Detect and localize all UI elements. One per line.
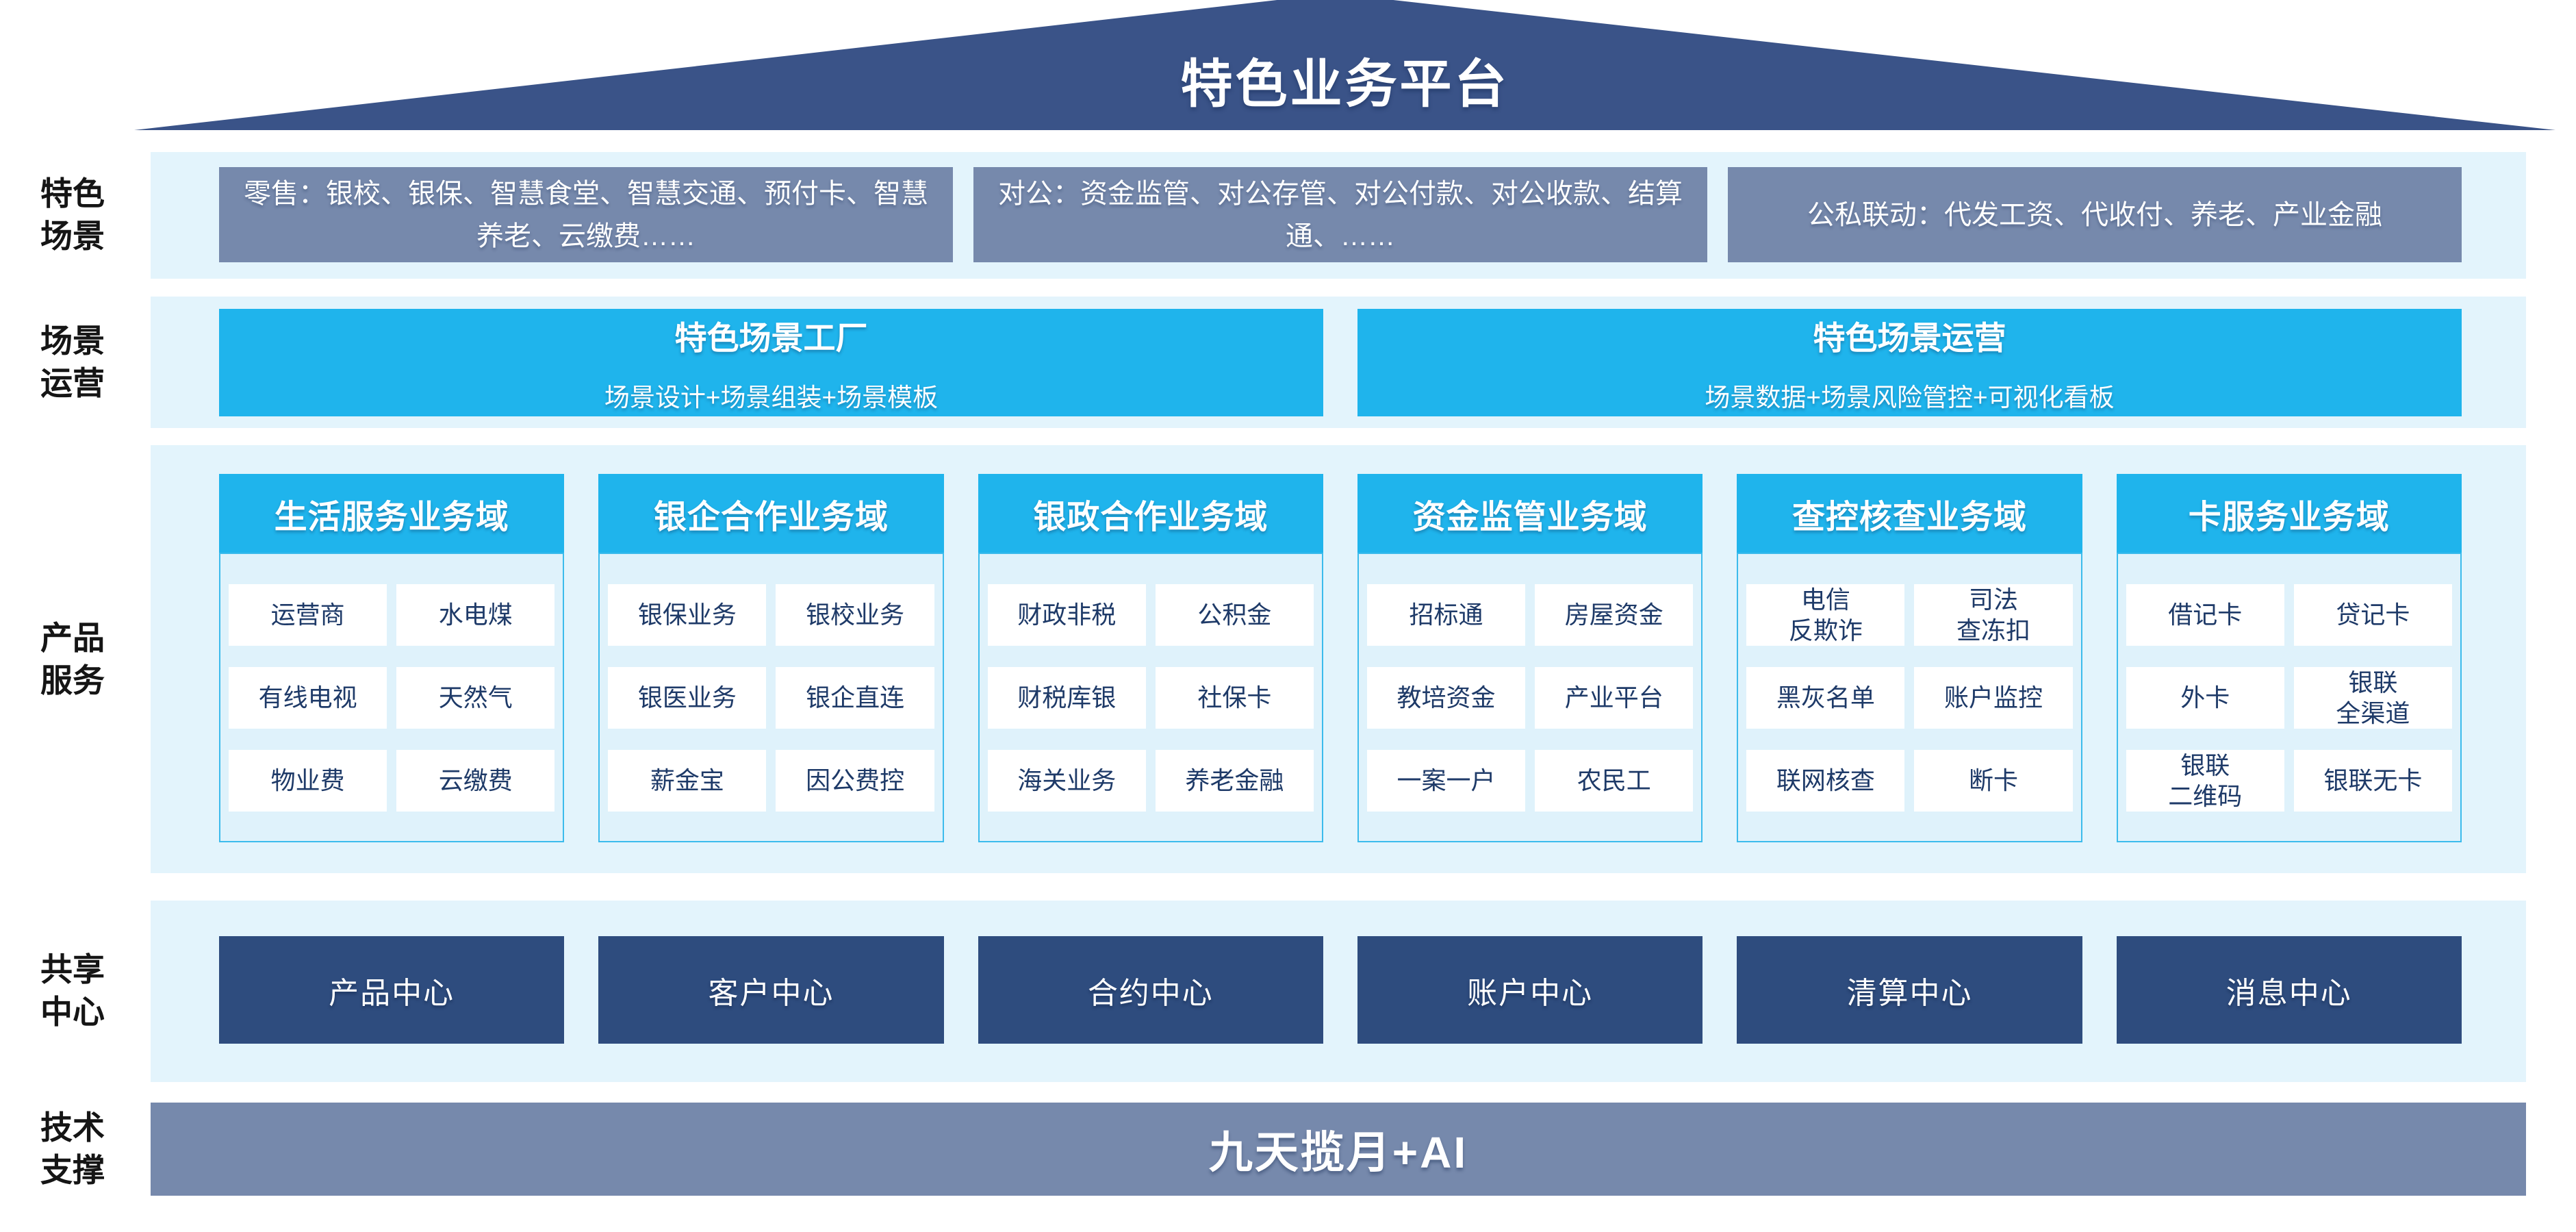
column-body: 借记卡 贷记卡 外卡 银联 全渠道 银联 二维码 银联无卡 <box>2116 553 2462 842</box>
scene-factory-title: 特色场景工厂 <box>674 320 868 356</box>
product-cell: 天然气 <box>396 666 555 729</box>
column-header: 查控核查业务域 <box>1737 474 2082 553</box>
product-cell: 银医业务 <box>608 666 767 729</box>
column-header: 生活服务业务域 <box>219 474 565 553</box>
product-cell: 财政非税 <box>987 583 1146 646</box>
scene-operation-title: 特色场景运营 <box>1813 320 2006 356</box>
row-label-tech: 技术支撑 <box>40 1109 105 1188</box>
tech-support-bar: 九天揽月+AI <box>151 1103 2526 1196</box>
column-body: 招标通 房屋资金 教培资金 产业平台 一案一户 农民工 <box>1357 553 1703 842</box>
row-label-scene: 特色场景 <box>40 175 105 254</box>
products-row: 生活服务业务域 运营商 水电煤 有线电视 天然气 物业费 云缴费 银企合作业务域… <box>151 445 2526 873</box>
product-cell: 断卡 <box>1914 749 2073 812</box>
center-box-product: 产品中心 <box>219 936 565 1044</box>
center-box-message: 消息中心 <box>2116 936 2462 1044</box>
product-cell: 财税库银 <box>987 666 1146 729</box>
column-header: 银企合作业务域 <box>598 474 944 553</box>
product-cell: 水电煤 <box>396 583 555 646</box>
product-cell: 贷记卡 <box>2293 583 2452 646</box>
product-cell: 养老金融 <box>1155 749 1314 812</box>
column-header: 银政合作业务域 <box>978 474 1323 553</box>
product-cell: 社保卡 <box>1155 666 1314 729</box>
product-cell: 公积金 <box>1155 583 1314 646</box>
product-cell: 账户监控 <box>1914 666 2073 729</box>
product-column-inspection: 查控核查业务域 电信 反欺诈 司法 查冻扣 黑灰名单 账户监控 联网核查 断卡 <box>1737 474 2082 842</box>
column-header: 资金监管业务域 <box>1357 474 1703 553</box>
column-body: 电信 反欺诈 司法 查冻扣 黑灰名单 账户监控 联网核查 断卡 <box>1737 553 2082 842</box>
product-cell: 云缴费 <box>396 749 555 812</box>
product-column-bank-enterprise: 银企合作业务域 银保业务 银校业务 银医业务 银企直连 薪金宝 因公费控 <box>598 474 944 842</box>
column-body: 银保业务 银校业务 银医业务 银企直连 薪金宝 因公费控 <box>598 553 944 842</box>
product-cell: 电信 反欺诈 <box>1746 583 1905 646</box>
center-box-contract: 合约中心 <box>978 936 1323 1044</box>
product-cell: 联网核查 <box>1746 749 1905 812</box>
page-title: 特色业务平台 <box>1180 55 1509 114</box>
scene-row: 零售：银校、银保、智慧食堂、智慧交通、预付卡、智慧养老、云缴费…… 对公：资金监… <box>151 152 2526 279</box>
product-cell: 银联无卡 <box>2293 749 2452 812</box>
product-cell: 银校业务 <box>776 583 934 646</box>
product-column-fund-supervision: 资金监管业务域 招标通 房屋资金 教培资金 产业平台 一案一户 农民工 <box>1357 474 1703 842</box>
product-cell: 银联 全渠道 <box>2293 666 2452 729</box>
row-label-centers: 共享中心 <box>40 951 105 1030</box>
row-label-operation: 场景运营 <box>40 322 105 401</box>
product-cell: 产业平台 <box>1535 666 1694 729</box>
product-cell: 银企直连 <box>776 666 934 729</box>
product-cell: 农民工 <box>1535 749 1694 812</box>
scene-factory-box: 特色场景工厂 场景设计+场景组装+场景模板 <box>219 309 1323 416</box>
product-cell: 教培资金 <box>1366 666 1526 729</box>
center-box-clearing: 清算中心 <box>1737 936 2082 1044</box>
product-cell: 房屋资金 <box>1535 583 1694 646</box>
column-header: 卡服务业务域 <box>2116 474 2462 553</box>
product-column-card-service: 卡服务业务域 借记卡 贷记卡 外卡 银联 全渠道 银联 二维码 银联无卡 <box>2116 474 2462 842</box>
product-column-life: 生活服务业务域 运营商 水电煤 有线电视 天然气 物业费 云缴费 <box>219 474 565 842</box>
center-box-customer: 客户中心 <box>598 936 944 1044</box>
centers-row: 产品中心 客户中心 合约中心 账户中心 清算中心 消息中心 <box>151 901 2526 1082</box>
row-label-products: 产品服务 <box>40 619 105 699</box>
operation-row: 特色场景工厂 场景设计+场景组装+场景模板 特色场景运营 场景数据+场景风险管控… <box>151 297 2526 428</box>
scene-box-linkage: 公私联动：代发工资、代收付、养老、产业金融 <box>1728 167 2462 262</box>
column-body: 财政非税 公积金 财税库银 社保卡 海关业务 养老金融 <box>978 553 1323 842</box>
product-cell: 银保业务 <box>608 583 767 646</box>
center-box-account: 账户中心 <box>1357 936 1703 1044</box>
product-cell: 有线电视 <box>229 666 387 729</box>
product-cell: 外卡 <box>2126 666 2284 729</box>
product-cell: 物业费 <box>229 749 387 812</box>
product-cell: 黑灰名单 <box>1746 666 1905 729</box>
scene-factory-subtitle: 场景设计+场景组装+场景模板 <box>604 384 939 412</box>
product-cell: 海关业务 <box>987 749 1146 812</box>
scene-box-retail: 零售：银校、银保、智慧食堂、智慧交通、预付卡、智慧养老、云缴费…… <box>219 167 953 262</box>
scene-operation-subtitle: 场景数据+场景风险管控+可视化看板 <box>1705 384 2115 412</box>
scene-box-corporate: 对公：资金监管、对公存管、对公付款、对公收款、结算通、…… <box>973 167 1707 262</box>
product-cell: 运营商 <box>229 583 387 646</box>
product-column-bank-government: 银政合作业务域 财政非税 公积金 财税库银 社保卡 海关业务 养老金融 <box>978 474 1323 842</box>
product-cell: 借记卡 <box>2126 583 2284 646</box>
roof-shape: 特色业务平台 <box>134 0 2555 130</box>
scene-operation-box: 特色场景运营 场景数据+场景风险管控+可视化看板 <box>1357 309 2462 416</box>
product-cell: 因公费控 <box>776 749 934 812</box>
product-cell: 招标通 <box>1366 583 1526 646</box>
product-cell: 银联 二维码 <box>2126 749 2284 812</box>
product-cell: 薪金宝 <box>608 749 767 812</box>
column-body: 运营商 水电煤 有线电视 天然气 物业费 云缴费 <box>219 553 565 842</box>
product-cell: 司法 查冻扣 <box>1914 583 2073 646</box>
product-cell: 一案一户 <box>1366 749 1526 812</box>
